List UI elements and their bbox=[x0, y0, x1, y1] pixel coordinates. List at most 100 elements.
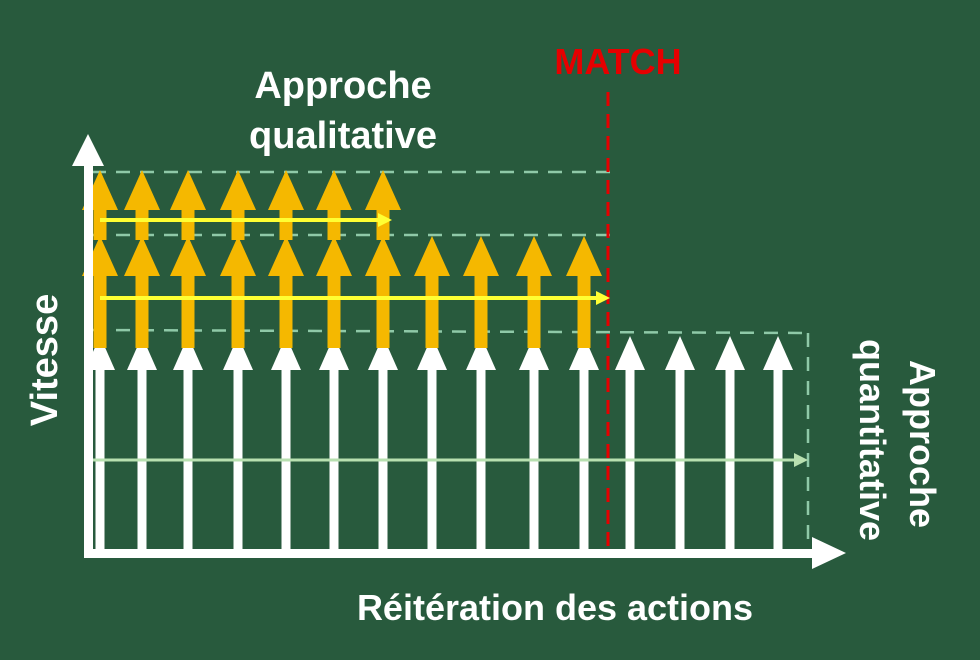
white-arrow-10-head bbox=[519, 336, 549, 370]
orange-arrow-lower-10 bbox=[516, 236, 552, 348]
orange-arrow-lower-3-shaft bbox=[181, 274, 195, 348]
white-arrow-11 bbox=[569, 336, 599, 552]
white-arrow-7-head bbox=[368, 336, 398, 370]
orange-arrow-upper-2-head bbox=[124, 170, 160, 210]
horizontal-progress-lines bbox=[92, 213, 808, 467]
orange-arrows-upper-group bbox=[82, 170, 401, 240]
orange-arrow-lower-7-shaft bbox=[376, 274, 390, 348]
orange-arrow-lower-10-head bbox=[516, 236, 552, 276]
orange-arrow-upper-6-head bbox=[316, 170, 352, 210]
orange-arrow-lower-11 bbox=[566, 236, 602, 348]
white-arrow-5 bbox=[271, 336, 301, 552]
orange-arrow-upper-4 bbox=[220, 170, 256, 240]
orange-arrow-lower-6-head bbox=[316, 236, 352, 276]
orange-arrow-upper-6 bbox=[316, 170, 352, 240]
axes bbox=[72, 134, 846, 569]
yellow-line-upper-head bbox=[378, 213, 392, 227]
white-arrow-3-head bbox=[173, 336, 203, 370]
orange-arrow-upper-7 bbox=[365, 170, 401, 240]
white-arrow-15-head bbox=[763, 336, 793, 370]
orange-arrow-lower-5-shaft bbox=[279, 274, 293, 348]
orange-arrow-upper-6-shaft bbox=[327, 208, 341, 240]
qualitative-label-line2: qualitative bbox=[249, 115, 437, 157]
orange-arrow-lower-7 bbox=[365, 236, 401, 348]
orange-arrow-lower-8-shaft bbox=[425, 274, 439, 348]
white-arrow-6 bbox=[319, 336, 349, 552]
white-arrow-14-head bbox=[715, 336, 745, 370]
match-label: MATCH bbox=[554, 41, 681, 82]
white-arrow-4-head bbox=[223, 336, 253, 370]
orange-arrow-lower-7-head bbox=[365, 236, 401, 276]
white-arrow-12 bbox=[615, 336, 645, 552]
green-line-quantitative bbox=[92, 453, 808, 467]
guide-quantitative-top bbox=[91, 328, 809, 335]
orange-arrow-upper-1-shaft bbox=[93, 208, 107, 240]
white-arrows-group bbox=[85, 336, 793, 552]
orange-arrow-upper-4-head bbox=[220, 170, 256, 210]
white-arrow-3 bbox=[173, 336, 203, 552]
orange-arrow-upper-7-head bbox=[365, 170, 401, 210]
orange-arrow-lower-3 bbox=[170, 236, 206, 348]
white-arrow-13 bbox=[665, 336, 695, 552]
orange-arrow-lower-10-shaft bbox=[527, 274, 541, 348]
x-axis-shaft bbox=[84, 549, 822, 558]
yellow-line-lower bbox=[100, 291, 610, 305]
white-arrow-9-head bbox=[466, 336, 496, 370]
white-arrow-2-head bbox=[127, 336, 157, 370]
x-axis-label: Réitération des actions bbox=[357, 587, 753, 628]
orange-arrow-upper-2-shaft bbox=[135, 208, 149, 240]
white-arrow-10 bbox=[519, 336, 549, 552]
y-axis-shaft bbox=[84, 160, 93, 558]
orange-arrows-lower-group bbox=[82, 236, 602, 348]
orange-arrow-lower-1-shaft bbox=[93, 274, 107, 348]
orange-arrow-lower-4 bbox=[220, 236, 256, 348]
white-arrow-13-head bbox=[665, 336, 695, 370]
orange-arrow-lower-9-shaft bbox=[474, 274, 488, 348]
orange-arrow-lower-2-shaft bbox=[135, 274, 149, 348]
orange-arrow-lower-5-head bbox=[268, 236, 304, 276]
white-arrow-15 bbox=[763, 336, 793, 552]
quantitative-label-line2: quantitative bbox=[852, 339, 893, 541]
orange-arrow-upper-5-shaft bbox=[279, 208, 293, 240]
white-arrow-7 bbox=[368, 336, 398, 552]
orange-arrow-lower-8-head bbox=[414, 236, 450, 276]
quantitative-label-line1: Approche bbox=[902, 360, 943, 528]
orange-arrow-lower-9-head bbox=[463, 236, 499, 276]
orange-arrow-lower-9 bbox=[463, 236, 499, 348]
orange-arrow-upper-4-shaft bbox=[231, 208, 245, 240]
orange-arrow-lower-6 bbox=[316, 236, 352, 348]
white-arrow-2 bbox=[127, 336, 157, 552]
x-axis-arrowhead bbox=[812, 537, 846, 569]
white-arrow-5-head bbox=[271, 336, 301, 370]
white-arrow-8 bbox=[417, 336, 447, 552]
green-line-quantitative-head bbox=[794, 453, 808, 467]
qualitative-label-line1: Approche bbox=[254, 65, 431, 107]
orange-arrow-upper-3 bbox=[170, 170, 206, 240]
orange-arrow-lower-11-shaft bbox=[577, 274, 591, 348]
orange-arrow-upper-5 bbox=[268, 170, 304, 240]
white-arrow-8-head bbox=[417, 336, 447, 370]
orange-arrow-lower-4-shaft bbox=[231, 274, 245, 348]
yellow-line-lower-head bbox=[596, 291, 610, 305]
orange-arrow-lower-11-head bbox=[566, 236, 602, 276]
dashed-guides bbox=[91, 92, 810, 558]
orange-arrow-upper-5-head bbox=[268, 170, 304, 210]
orange-arrow-upper-3-head bbox=[170, 170, 206, 210]
orange-arrow-upper-2 bbox=[124, 170, 160, 240]
white-arrow-11-head bbox=[569, 336, 599, 370]
yellow-line-upper bbox=[100, 213, 392, 227]
orange-arrow-lower-8 bbox=[414, 236, 450, 348]
orange-arrow-lower-6-shaft bbox=[327, 274, 341, 348]
white-arrow-9 bbox=[466, 336, 496, 552]
white-arrow-4 bbox=[223, 336, 253, 552]
y-axis-label: Vitesse bbox=[24, 294, 66, 426]
orange-arrow-lower-5 bbox=[268, 236, 304, 348]
orange-arrow-lower-4-head bbox=[220, 236, 256, 276]
y-axis-arrowhead bbox=[72, 134, 104, 166]
white-arrow-6-head bbox=[319, 336, 349, 370]
white-arrow-12-head bbox=[615, 336, 645, 370]
orange-arrow-lower-2-head bbox=[124, 236, 160, 276]
orange-arrow-upper-3-shaft bbox=[181, 208, 195, 240]
white-arrow-14 bbox=[715, 336, 745, 552]
